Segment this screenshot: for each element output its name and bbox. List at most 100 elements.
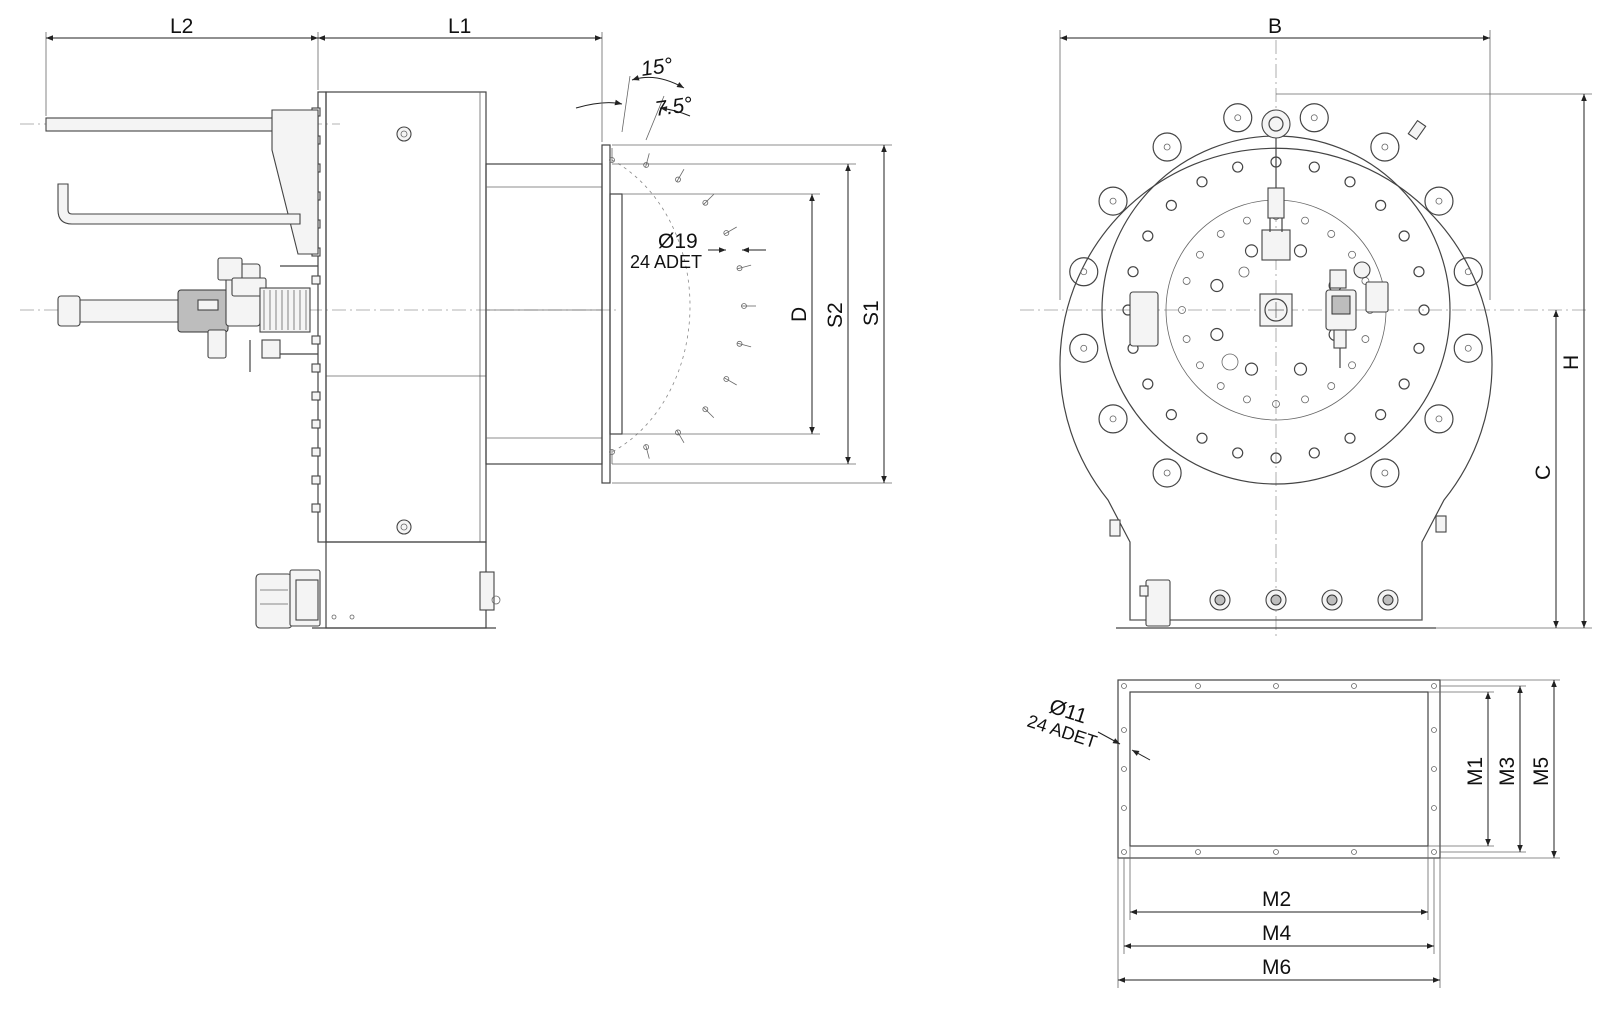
face-bolt xyxy=(311,363,321,373)
face-bolt xyxy=(311,447,321,457)
housing-base xyxy=(325,541,487,629)
flange-hole-mark xyxy=(675,429,681,436)
flange-hole-tick xyxy=(645,444,650,459)
dim-l1-label: L1 xyxy=(448,15,471,38)
flange-bolt xyxy=(1152,458,1182,488)
front-view: B H C xyxy=(1020,15,1592,640)
dim-m5-label: M5 xyxy=(1530,757,1553,786)
dim-b-label: B xyxy=(1268,15,1282,38)
flange-bolt-center xyxy=(1080,344,1088,352)
lifting-eye-bottom xyxy=(396,519,412,535)
flange-bolt xyxy=(1069,257,1099,287)
sight-glass-lens xyxy=(1382,594,1394,606)
plate-hole xyxy=(1431,805,1437,811)
dimension-b: B xyxy=(1059,15,1491,300)
sight-glass-lens xyxy=(1214,594,1226,606)
inner-port xyxy=(1210,327,1224,342)
dimension-m5: M5 xyxy=(1440,679,1560,859)
flange-bolt-center xyxy=(1310,114,1318,122)
flange-hole-mark xyxy=(643,444,650,450)
plate-hole xyxy=(1195,849,1201,855)
flange-hole xyxy=(1344,176,1356,188)
flange-hole xyxy=(1398,230,1410,242)
flange-bolt xyxy=(1299,103,1329,133)
flange-hole xyxy=(1344,432,1356,444)
dim-m4-label: M4 xyxy=(1262,922,1291,945)
flange-bolt xyxy=(1424,404,1454,434)
dim-d-label: D xyxy=(788,307,811,322)
dimension-d: D xyxy=(622,193,820,435)
dimension-s2: S2 xyxy=(612,163,856,465)
flange-hole-tick xyxy=(737,264,752,270)
dimension-m2: M2 xyxy=(1129,846,1429,920)
inner-plate-hole xyxy=(1348,250,1356,259)
mounting-flange xyxy=(601,144,611,484)
plate-hole xyxy=(1121,849,1127,855)
plate-hole xyxy=(1121,805,1127,811)
face-bolt xyxy=(311,391,321,401)
flange-hole xyxy=(1270,452,1282,464)
hole-d19-qty-label: 24 ADET xyxy=(630,252,702,272)
burner-housing xyxy=(325,91,487,543)
flange-hole xyxy=(1308,447,1320,459)
inner-plate-hole xyxy=(1361,335,1370,343)
inner-port xyxy=(1293,244,1308,258)
flange-hole xyxy=(1398,378,1410,390)
flange-hole-mark xyxy=(723,376,730,382)
flange-bolt-center xyxy=(1163,469,1171,477)
flange-bolt xyxy=(1370,458,1400,488)
flange-hole xyxy=(1196,176,1208,188)
dim-m3-label: M3 xyxy=(1496,757,1519,786)
inner-plate-hole xyxy=(1196,250,1204,259)
dimension-c: C xyxy=(1532,310,1559,628)
dim-m2-label: M2 xyxy=(1262,888,1291,911)
face-bolt xyxy=(311,335,321,345)
flange-hole-tick xyxy=(703,193,715,205)
plate-hole xyxy=(1431,727,1437,733)
flange-hole-mark xyxy=(702,199,709,206)
plate-hole xyxy=(1121,766,1127,772)
dimension-m4: M4 xyxy=(1123,858,1435,954)
plate-hole xyxy=(1121,683,1127,689)
flange-bolt-circle xyxy=(609,148,756,464)
angle-annotation: 15° 7.5° xyxy=(575,54,694,141)
flange-bolt xyxy=(1424,186,1454,216)
flange-bolt-center xyxy=(1435,197,1443,205)
dimension-m6: M6 xyxy=(1117,858,1441,988)
flange-bolt xyxy=(1453,257,1483,287)
flange-hole xyxy=(1308,161,1320,173)
inner-plate-hole xyxy=(1243,216,1251,225)
flange-bolt xyxy=(1098,186,1128,216)
flange-hole-tick xyxy=(676,430,685,444)
plate-hole xyxy=(1351,683,1357,689)
inner-port xyxy=(1293,362,1308,376)
dim-m6-label: M6 xyxy=(1262,956,1291,979)
flange-bolt xyxy=(1453,333,1483,363)
flange-bolt xyxy=(1069,333,1099,363)
flange-hole-mark xyxy=(723,230,730,236)
flange-hole-mark xyxy=(643,162,650,168)
inner-plate-hole xyxy=(1182,277,1191,285)
flange-bolt-center xyxy=(1464,344,1472,352)
flange-hole-tick xyxy=(703,407,715,419)
gas-train xyxy=(57,257,318,372)
dimension-m1: M1 xyxy=(1428,691,1494,847)
inner-port xyxy=(1244,244,1259,258)
inner-plate-hole xyxy=(1182,335,1191,343)
flange-hole xyxy=(1418,304,1430,316)
flange-hole xyxy=(1127,266,1139,278)
flange-bolt-center xyxy=(1381,143,1389,151)
flange-hole-tick xyxy=(724,377,737,386)
dimension-m3: M3 xyxy=(1440,685,1526,853)
face-bolt xyxy=(311,503,321,513)
sight-glass-lens xyxy=(1326,594,1338,606)
lower-hook-rod xyxy=(57,183,301,225)
plate-hole xyxy=(1351,849,1357,855)
flange-hole-mark xyxy=(702,406,709,413)
flange-bolt-center xyxy=(1435,415,1443,423)
flange-hole-tick xyxy=(645,153,650,168)
inner-plate-hole xyxy=(1301,216,1309,225)
face-bolt xyxy=(311,419,321,429)
flange-hole-tick xyxy=(724,226,737,235)
inner-plate-hole xyxy=(1327,230,1336,238)
